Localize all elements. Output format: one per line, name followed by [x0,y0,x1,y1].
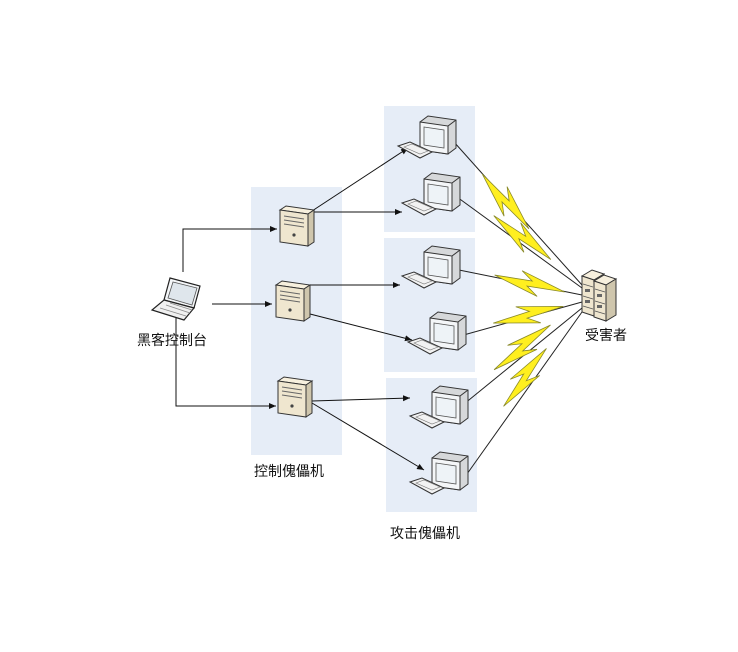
control-to-attack-links [308,147,425,471]
lightning-bolt-icon [490,294,567,336]
link-console-control-1 [182,226,277,272]
desktop-computer-icon [397,115,457,159]
link-control3-attack5 [311,395,411,402]
link-console-control-3 [175,318,276,409]
desktop-computer-icon [401,245,461,289]
desktop-computer-icon [401,172,461,216]
server-tower-icon [279,205,315,247]
desktop-computer-icon [407,311,467,355]
server-tower-icon [277,376,313,418]
attack-bots-label: 攻击傀儡机 [390,526,460,542]
link-control1-attack1 [311,147,409,212]
console-to-control-links [175,226,277,409]
server-rack-icon [593,274,617,322]
hacker-console-label: 黑客控制台 [137,333,207,349]
link-control3-attack6 [311,402,425,471]
laptop-icon [151,277,201,321]
lightning-bolts [472,166,568,414]
desktop-computer-icon [409,385,469,429]
link-control2-attack4 [309,313,413,342]
victim-label: 受害者 [585,328,627,344]
server-tower-icon [275,280,311,322]
control-bots-label: 控制傀儡机 [254,464,324,480]
attack-to-victim-links [453,141,583,475]
lightning-bolt-icon [491,264,568,303]
desktop-computer-icon [409,451,469,495]
